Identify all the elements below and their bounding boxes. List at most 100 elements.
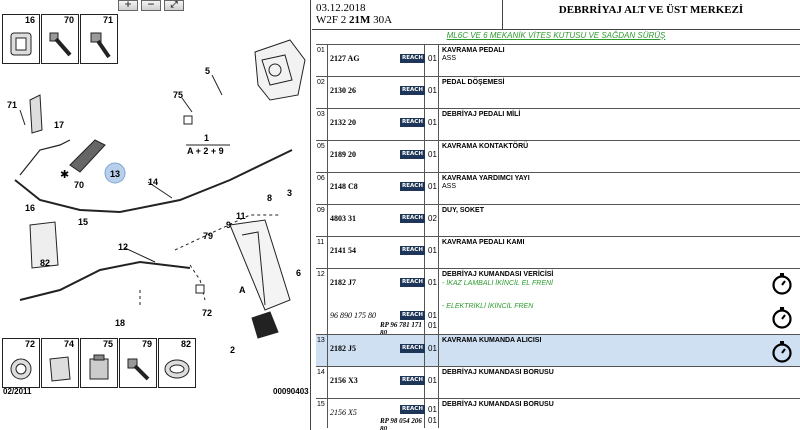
table-row-selected[interactable]: 13 2182 J5 REACH 01 KAVRAMA KUMANDA ALIC… bbox=[316, 334, 800, 366]
fitment-note: - İKAZ LAMBALI İKİNCİL EL FRENİ bbox=[442, 280, 553, 287]
callout-11[interactable]: 11 bbox=[236, 211, 246, 221]
diagram-code: 00090403 bbox=[273, 387, 309, 396]
bolt-icon bbox=[127, 358, 150, 381]
thumb-part-82[interactable]: 82 bbox=[158, 338, 196, 388]
part-ref-alt[interactable]: 96 890 175 80 bbox=[330, 311, 376, 320]
part-ref[interactable]: 2148 C8 bbox=[330, 182, 358, 191]
catalog-date: 03.12.2018 bbox=[316, 2, 366, 14]
part-ref[interactable]: 2156 X5 bbox=[330, 408, 357, 417]
quantity: 02 bbox=[428, 214, 437, 223]
reach-button[interactable]: REACH bbox=[400, 54, 425, 63]
callout-70[interactable]: 70 bbox=[74, 180, 85, 190]
bolt-icon bbox=[49, 32, 72, 57]
zoom-fit-icon[interactable]: ⤢ bbox=[164, 0, 184, 11]
clip-icon bbox=[49, 356, 71, 382]
zoom-out-icon[interactable]: − bbox=[141, 0, 161, 11]
callout-13[interactable]: 13 bbox=[110, 169, 121, 179]
part-description: DEBRİYAJ KUMANDASI BORUSU bbox=[442, 401, 554, 408]
callout-2[interactable]: 2 bbox=[230, 345, 236, 355]
part-description: KAVRAMA YARDIMCI YAYI bbox=[442, 175, 530, 182]
callout-75[interactable]: 75 bbox=[173, 90, 184, 100]
item-number: 12 bbox=[316, 269, 328, 334]
quantity: 01 bbox=[428, 321, 437, 330]
part-ref[interactable]: 2127 AG bbox=[330, 54, 360, 63]
zoom-in-icon[interactable]: + bbox=[118, 0, 138, 11]
callout-3[interactable]: 3 bbox=[287, 188, 293, 198]
table-row[interactable]: 02 2130 26 REACH 01 PEDAL DÖŞEMESİ bbox=[316, 76, 800, 108]
reach-button[interactable]: REACH bbox=[400, 311, 425, 320]
thumb-part-16[interactable]: 16 bbox=[2, 14, 40, 64]
thumb-part-72[interactable]: 72 bbox=[2, 338, 40, 388]
reach-button[interactable]: REACH bbox=[400, 405, 425, 414]
part-ref[interactable]: 4803 31 bbox=[330, 214, 356, 223]
reach-button[interactable]: REACH bbox=[400, 86, 425, 95]
thumb-part-75[interactable]: 75 bbox=[80, 338, 118, 388]
table-row[interactable]: 03 2132 20 REACH 01 DEBRİYAJ PEDALI MİLİ bbox=[316, 108, 800, 140]
reach-button[interactable]: REACH bbox=[400, 278, 425, 287]
reach-button[interactable]: REACH bbox=[400, 214, 425, 223]
callout-1[interactable]: 1 bbox=[204, 133, 210, 143]
vehicle-model: W2F 2 21M 30A bbox=[316, 14, 392, 26]
model-bold: 21M bbox=[349, 14, 371, 26]
reach-button[interactable]: REACH bbox=[400, 118, 425, 127]
part-ref[interactable]: 2182 J7 bbox=[330, 278, 356, 287]
part-ref[interactable]: 2130 26 bbox=[330, 86, 356, 95]
callout-17[interactable]: 17 bbox=[54, 120, 65, 130]
thumb-number: 16 bbox=[24, 15, 35, 25]
table-row[interactable]: 09 4803 31 REACH 02 DUY, SOKET bbox=[316, 204, 800, 236]
part-ref[interactable]: 2182 J5 bbox=[330, 344, 356, 353]
table-row[interactable]: 11 2141 54 REACH 01 KAVRAMA PEDALI KAMI bbox=[316, 236, 800, 268]
model-suffix: 30A bbox=[373, 14, 393, 26]
stopwatch-icon[interactable] bbox=[770, 305, 794, 329]
list-header: 03.12.2018 W2F 2 21M 30A DEBRRİYAJ ALT V… bbox=[312, 0, 800, 30]
reach-button[interactable]: REACH bbox=[400, 376, 425, 385]
callout-82[interactable]: 82 bbox=[40, 258, 51, 268]
stopwatch-icon[interactable] bbox=[770, 271, 794, 295]
quantity: 01 bbox=[428, 416, 437, 425]
part-ref[interactable]: 2132 20 bbox=[330, 118, 356, 127]
callout-71[interactable]: 71 bbox=[7, 100, 18, 110]
callout-79[interactable]: 79 bbox=[203, 231, 214, 241]
quantity: 01 bbox=[428, 405, 437, 414]
clamp-icon bbox=[10, 358, 32, 380]
quantity: 01 bbox=[428, 150, 437, 159]
replacement-ref[interactable]: RP 96 781 171 80 bbox=[380, 321, 422, 337]
reach-button[interactable]: REACH bbox=[400, 182, 425, 191]
thumb-part-74[interactable]: 74 bbox=[41, 338, 79, 388]
table-row[interactable]: 01 2127 AG REACH 01 KAVRAMA PEDALI ASS bbox=[316, 44, 800, 76]
callout-A[interactable]: A bbox=[239, 285, 246, 295]
quantity: 01 bbox=[428, 182, 437, 191]
table-row[interactable]: 12 2182 J7 96 890 175 80 RP 96 781 171 8… bbox=[316, 268, 800, 337]
reach-button[interactable]: REACH bbox=[400, 246, 425, 255]
callout-72[interactable]: 72 bbox=[202, 308, 213, 318]
exploded-diagram-panel[interactable]: + − ⤢ 16 70 71 bbox=[0, 0, 311, 430]
callout-18[interactable]: 18 bbox=[115, 318, 126, 328]
part-ref[interactable]: 2156 X3 bbox=[330, 376, 358, 385]
table-row[interactable]: 05 2189 20 REACH 01 KAVRAMA KONTAKTÖRÜ bbox=[316, 140, 800, 172]
thumb-part-71[interactable]: 71 bbox=[80, 14, 118, 64]
stopwatch-icon[interactable] bbox=[770, 339, 794, 363]
table-row[interactable]: 06 2148 C8 REACH 01 KAVRAMA YARDIMCI YAY… bbox=[316, 172, 800, 204]
reach-button[interactable]: REACH bbox=[400, 344, 425, 353]
clip-icon bbox=[10, 32, 32, 56]
table-row[interactable]: 15 2156 X5 RP 98 054 206 80 REACH 01 01 … bbox=[316, 398, 800, 430]
callout-12[interactable]: 12 bbox=[118, 242, 129, 252]
part-subdescription: ASS bbox=[442, 183, 457, 190]
item-number: 05 bbox=[316, 141, 328, 172]
thumb-part-79[interactable]: 79 bbox=[119, 338, 157, 388]
table-row[interactable]: 14 2156 X3 REACH 01 DEBRİYAJ KUMANDASI B… bbox=[316, 366, 800, 398]
callout-9[interactable]: 9 bbox=[226, 220, 232, 230]
callout-5[interactable]: 5 bbox=[205, 66, 211, 76]
callout-14[interactable]: 14 bbox=[148, 177, 159, 187]
callout-8[interactable]: 8 bbox=[267, 193, 273, 203]
part-ref[interactable]: 2141 54 bbox=[330, 246, 356, 255]
callout-6[interactable]: 6 bbox=[296, 268, 302, 278]
replacement-ref[interactable]: RP 98 054 206 80 bbox=[380, 417, 422, 430]
thumb-number: 82 bbox=[180, 339, 191, 349]
item-number: 11 bbox=[316, 237, 328, 268]
part-ref[interactable]: 2189 20 bbox=[330, 150, 356, 159]
thumb-part-70[interactable]: 70 bbox=[41, 14, 79, 64]
reach-button[interactable]: REACH bbox=[400, 150, 425, 159]
callout-15[interactable]: 15 bbox=[78, 217, 89, 227]
callout-16[interactable]: 16 bbox=[25, 203, 36, 213]
